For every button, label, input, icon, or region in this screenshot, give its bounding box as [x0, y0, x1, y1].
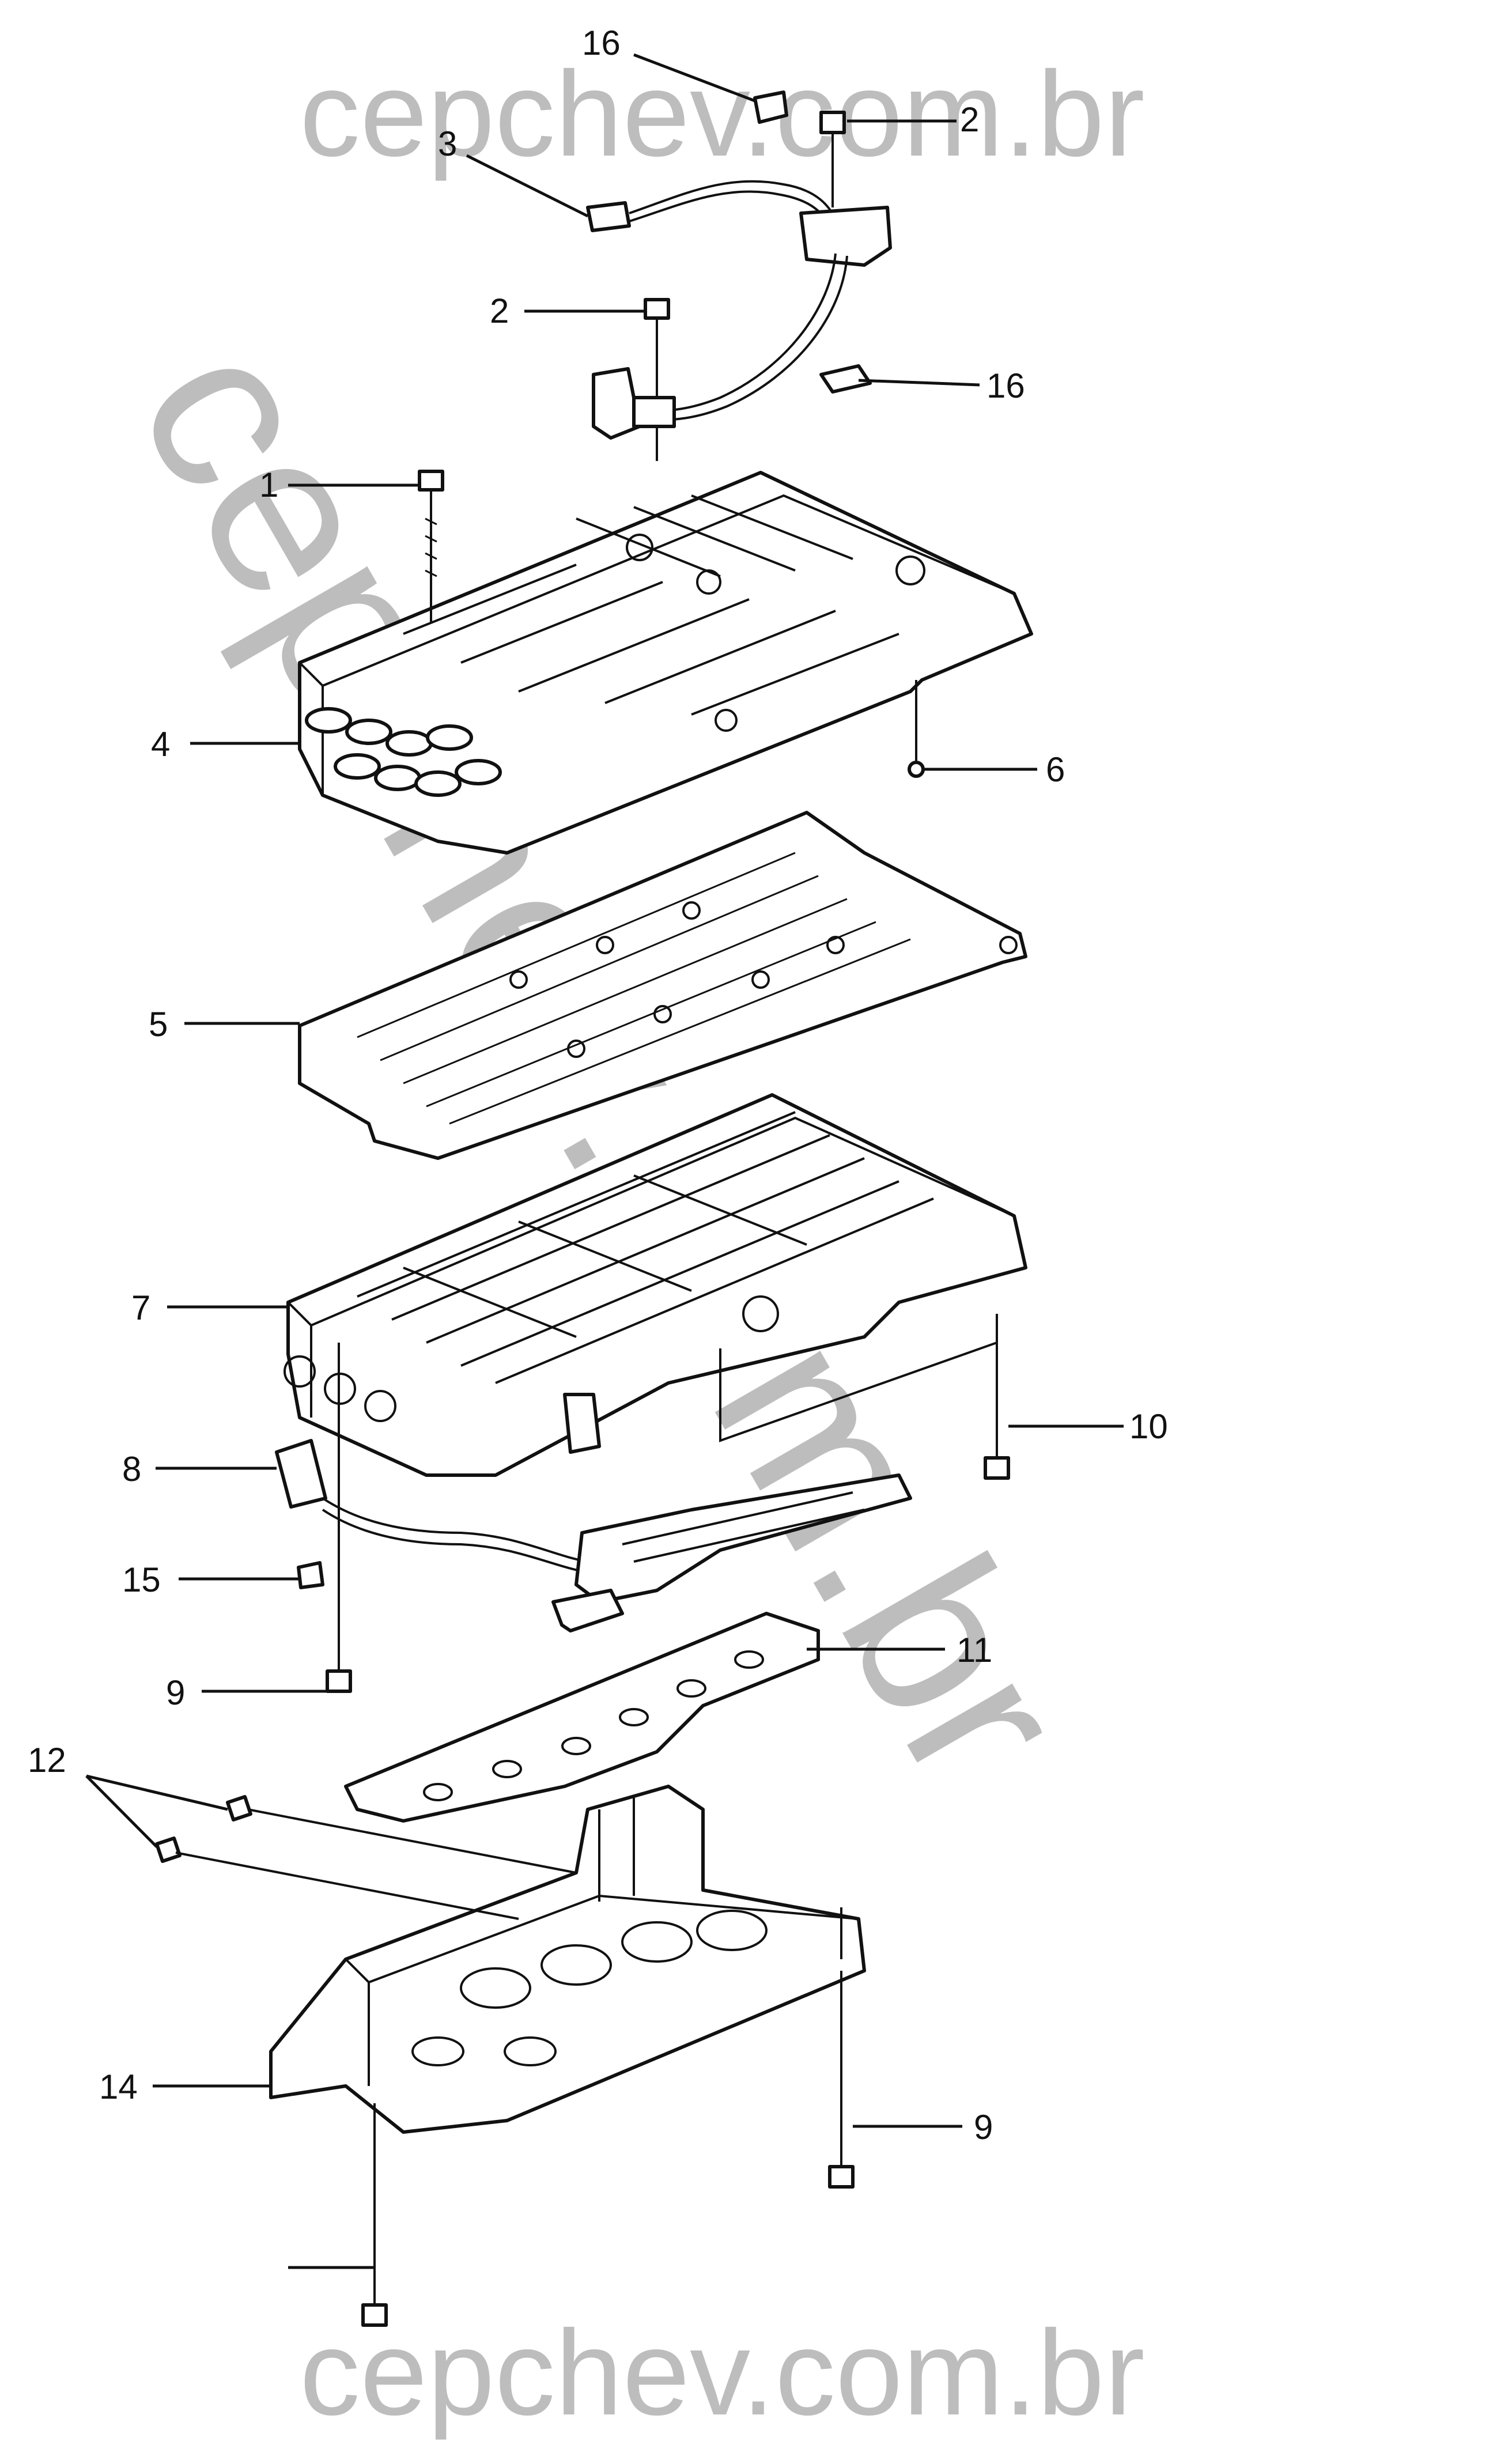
leader-16b — [858, 379, 980, 387]
clip-15 — [297, 1561, 324, 1589]
callout-2a: 2 — [960, 100, 979, 139]
leader-16a — [633, 53, 755, 103]
bolt-2-lower — [644, 298, 670, 398]
callout-6: 6 — [1046, 750, 1065, 789]
callout-9b: 9 — [974, 2108, 993, 2146]
bolt-2-upper — [819, 111, 846, 207]
watermark-top: cepchev.com.br — [300, 46, 1145, 182]
separator-plate — [298, 811, 1027, 1160]
callout-14: 14 — [99, 2068, 138, 2106]
callout-1: 1 — [259, 466, 278, 504]
callout-10: 10 — [1129, 1407, 1168, 1446]
leader-3 — [466, 154, 589, 218]
leader-lines — [85, 53, 1124, 2269]
callout-8: 8 — [122, 1450, 141, 1488]
solenoid-plate — [344, 1612, 820, 1823]
transmission-control-module — [269, 1785, 866, 2134]
bolt-9-left — [326, 1343, 352, 1693]
leader-12a — [86, 1774, 228, 1811]
wiring-harness-upper — [586, 90, 892, 461]
callout-5: 5 — [149, 1005, 168, 1044]
upper-valve-body — [298, 471, 1033, 855]
callout-numbers: 16 2 3 2 16 1 4 6 5 7 10 8 15 9 11 12 14… — [28, 24, 1168, 2146]
bolt-1 — [418, 470, 444, 622]
leader-12b — [85, 1775, 158, 1848]
bolt-10 — [984, 1325, 1010, 1480]
callout-7: 7 — [131, 1288, 150, 1327]
solenoid-cylinders — [305, 707, 502, 797]
pin-6 — [908, 680, 925, 778]
callout-16a: 16 — [582, 24, 621, 62]
lower-valve-body — [284, 1093, 1027, 1477]
callout-2b: 2 — [490, 292, 509, 330]
bolts-12 — [155, 1795, 577, 1920]
control-harness — [551, 1473, 912, 1632]
callout-16b: 16 — [986, 366, 1025, 405]
callout-11: 11 — [957, 1631, 992, 1669]
bolt-9-right — [828, 1971, 855, 2189]
watermark-bottom: cepchev.com.br — [300, 2305, 1145, 2440]
callout-3: 3 — [438, 124, 457, 163]
callout-12: 12 — [28, 1741, 66, 1779]
callout-15: 15 — [122, 1560, 161, 1599]
callout-4: 4 — [151, 725, 170, 764]
bolt-bottom — [361, 2103, 388, 2327]
callout-9a: 9 — [166, 1673, 185, 1712]
harness-connector — [275, 1439, 588, 1573]
